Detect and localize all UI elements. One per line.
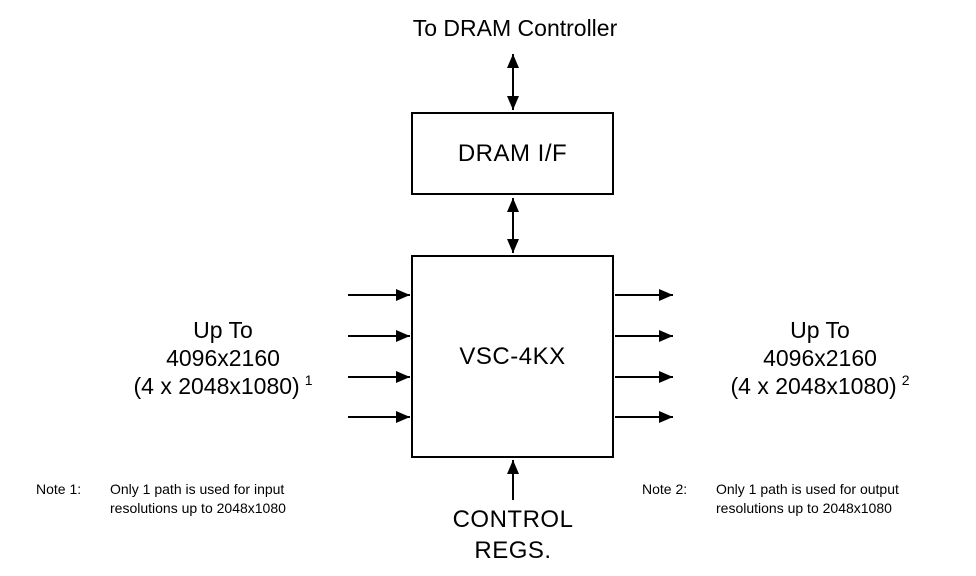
dram-if-box-label: DRAM I/F: [457, 139, 568, 167]
control-regs-line1: CONTROL: [452, 506, 574, 533]
note2-line2: resolutions up to 2048x1080: [716, 500, 892, 516]
note1: Note 1: Only 1 path is used for input re…: [36, 480, 286, 518]
note1-text: Only 1 path is used for input resolution…: [110, 480, 286, 518]
vsc-4kx-box-label: VSC-4KX: [459, 342, 566, 370]
note2-line1: Only 1 path is used for output: [716, 481, 899, 497]
note1-label: Note 1:: [36, 481, 82, 497]
input-capacity-line2: 4096x2160: [166, 345, 280, 371]
input-capacity-line1: Up To: [193, 317, 253, 343]
control-regs-label: CONTROL REGS.: [413, 504, 613, 566]
output-capacity-line1: Up To: [790, 317, 850, 343]
note2-reference-superscript: 2: [901, 372, 910, 388]
output-capacity-line3: (4 x 2048x1080)2: [730, 372, 910, 399]
note1-line2: resolutions up to 2048x1080: [110, 500, 286, 516]
input-capacity-line3: (4 x 2048x1080)1: [133, 372, 313, 399]
output-capacity-label: Up To 4096x2160 (4 x 2048x1080)2: [680, 316, 960, 403]
control-regs-line2: REGS.: [474, 537, 552, 564]
note2: Note 2: Only 1 path is used for output r…: [642, 480, 899, 518]
dram-if-box: DRAM I/F: [411, 112, 614, 195]
note2-label: Note 2:: [642, 481, 688, 497]
output-capacity-line2: 4096x2160: [763, 345, 877, 371]
output-arrows: [615, 289, 673, 423]
vsc-4kx-box: VSC-4KX: [411, 255, 614, 458]
note2-text: Only 1 path is used for output resolutio…: [716, 480, 899, 518]
note1-line1: Only 1 path is used for input: [110, 481, 285, 497]
input-capacity-label: Up To 4096x2160 (4 x 2048x1080)1: [83, 316, 363, 403]
to-dram-controller-label: To DRAM Controller: [412, 15, 618, 41]
note1-reference-superscript: 1: [304, 372, 313, 388]
